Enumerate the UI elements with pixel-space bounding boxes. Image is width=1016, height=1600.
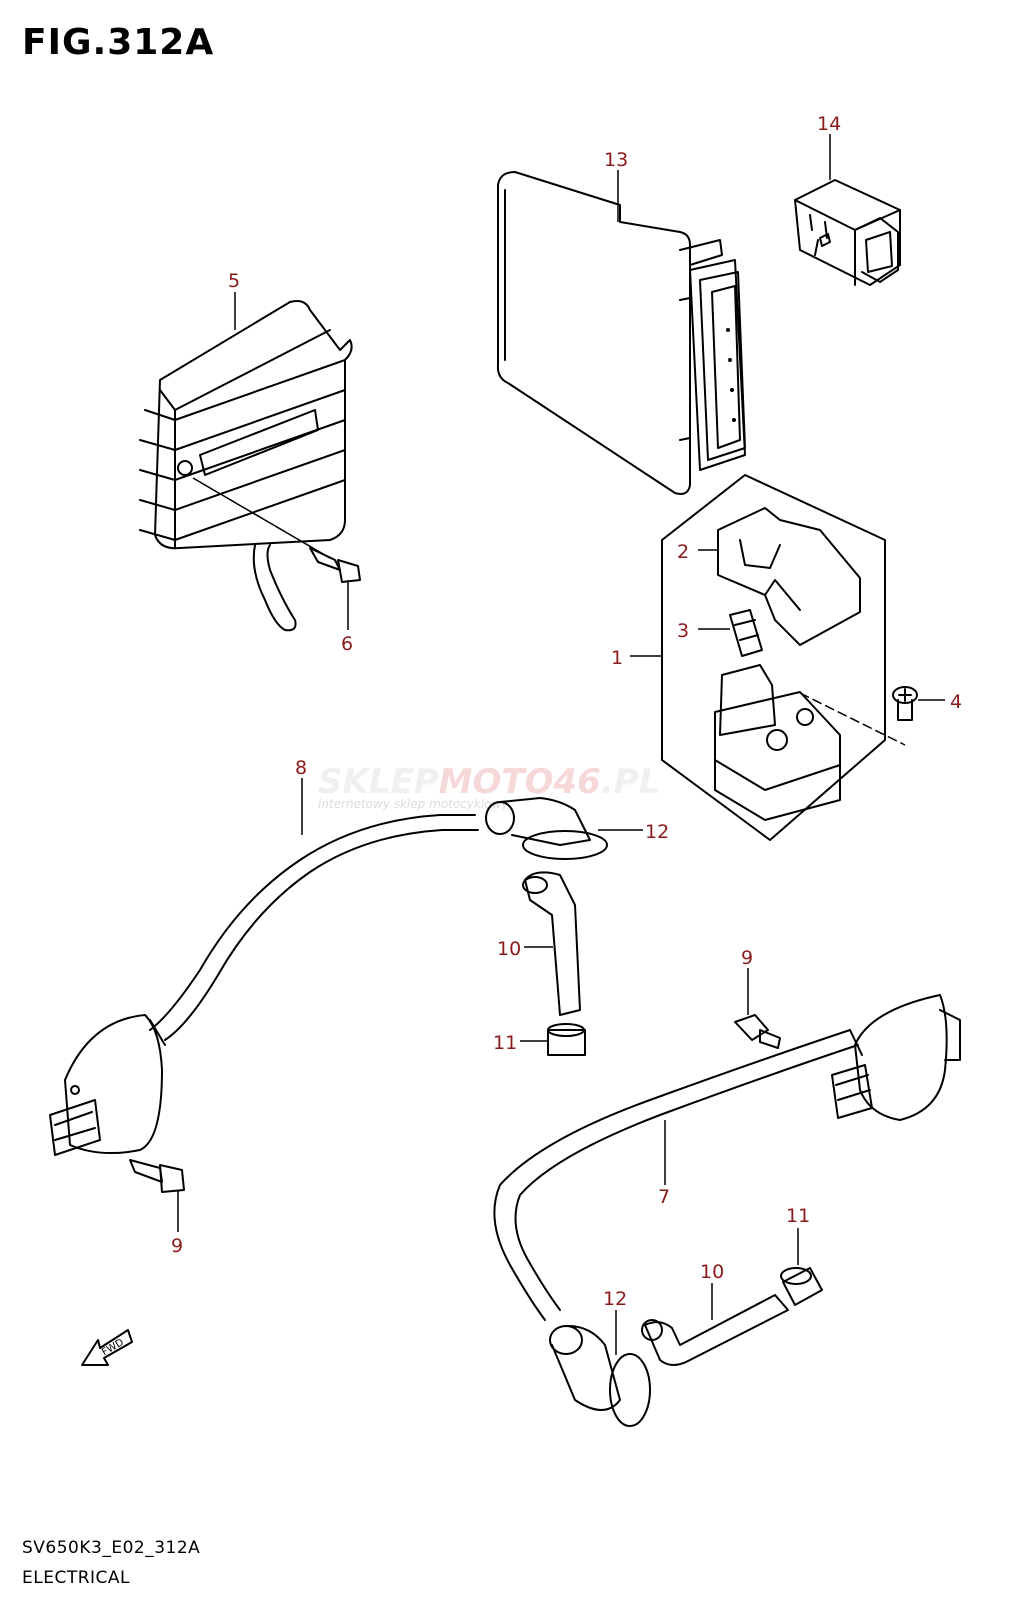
callout-numbers: 1 2 3 4 5 6 8 12 10 11 9 9 7 12 10 11 13… xyxy=(171,113,962,1310)
connector-relay xyxy=(794,179,901,286)
figure-title: FIG.312A xyxy=(22,22,215,63)
seal-11-bottom xyxy=(780,1267,823,1306)
starter-relay-group xyxy=(661,474,886,841)
callout-5: 5 xyxy=(228,270,240,292)
figure-code: SV650K3_E02_312A xyxy=(22,1538,201,1558)
watermark-brand-3: 46 xyxy=(553,762,601,802)
plug-boot-10-top xyxy=(522,871,581,1016)
callout-4: 4 xyxy=(950,691,962,713)
callout-9-right: 9 xyxy=(741,947,753,969)
plug-cap-12-top xyxy=(485,797,608,860)
callout-13: 13 xyxy=(604,149,628,171)
figure-caption: ELECTRICAL xyxy=(22,1568,131,1588)
callout-7: 7 xyxy=(658,1186,670,1208)
watermark-brand-2: MOTO xyxy=(439,762,554,802)
callout-3: 3 xyxy=(677,620,689,642)
callout-6: 6 xyxy=(341,633,353,655)
watermark-tagline: internetowy sklep motocyklowy xyxy=(318,797,509,811)
bolt-6 xyxy=(192,477,361,583)
seal-11-top xyxy=(547,1023,586,1056)
callout-9-left: 9 xyxy=(171,1235,183,1257)
ignition-coil-8 xyxy=(49,814,479,1156)
screw-4 xyxy=(799,686,918,746)
svg-text:SKLEPMOTO46.PL: SKLEPMOTO46.PL xyxy=(318,762,660,802)
watermark-brand-1: SKLEP xyxy=(318,762,439,802)
callout-14: 14 xyxy=(817,113,841,135)
callout-8: 8 xyxy=(295,757,307,779)
watermark-brand-4: .PL xyxy=(601,762,661,802)
ignition-coil-7 xyxy=(493,994,961,1321)
callout-10-bottom: 10 xyxy=(700,1261,724,1283)
callout-11-top: 11 xyxy=(493,1032,517,1054)
fwd-arrow-icon: FWD xyxy=(81,1329,133,1366)
callout-2: 2 xyxy=(677,541,689,563)
leader-lines xyxy=(177,134,945,1355)
bolt-9-left xyxy=(129,1159,185,1193)
callout-10-top: 10 xyxy=(497,938,521,960)
callout-11-bottom: 11 xyxy=(786,1205,810,1227)
bolt-9-right xyxy=(734,1014,781,1049)
plug-boot-10-bottom xyxy=(641,1294,789,1366)
callout-12-bottom: 12 xyxy=(603,1288,627,1310)
callout-12-top: 12 xyxy=(645,821,669,843)
regulator-rectifier xyxy=(139,300,353,632)
plug-cap-12-bottom xyxy=(549,1324,651,1427)
watermark: SKLEPMOTO46.PL internetowy sklep motocyk… xyxy=(318,762,660,811)
ecu-unit xyxy=(496,171,746,495)
callout-1: 1 xyxy=(611,647,623,669)
